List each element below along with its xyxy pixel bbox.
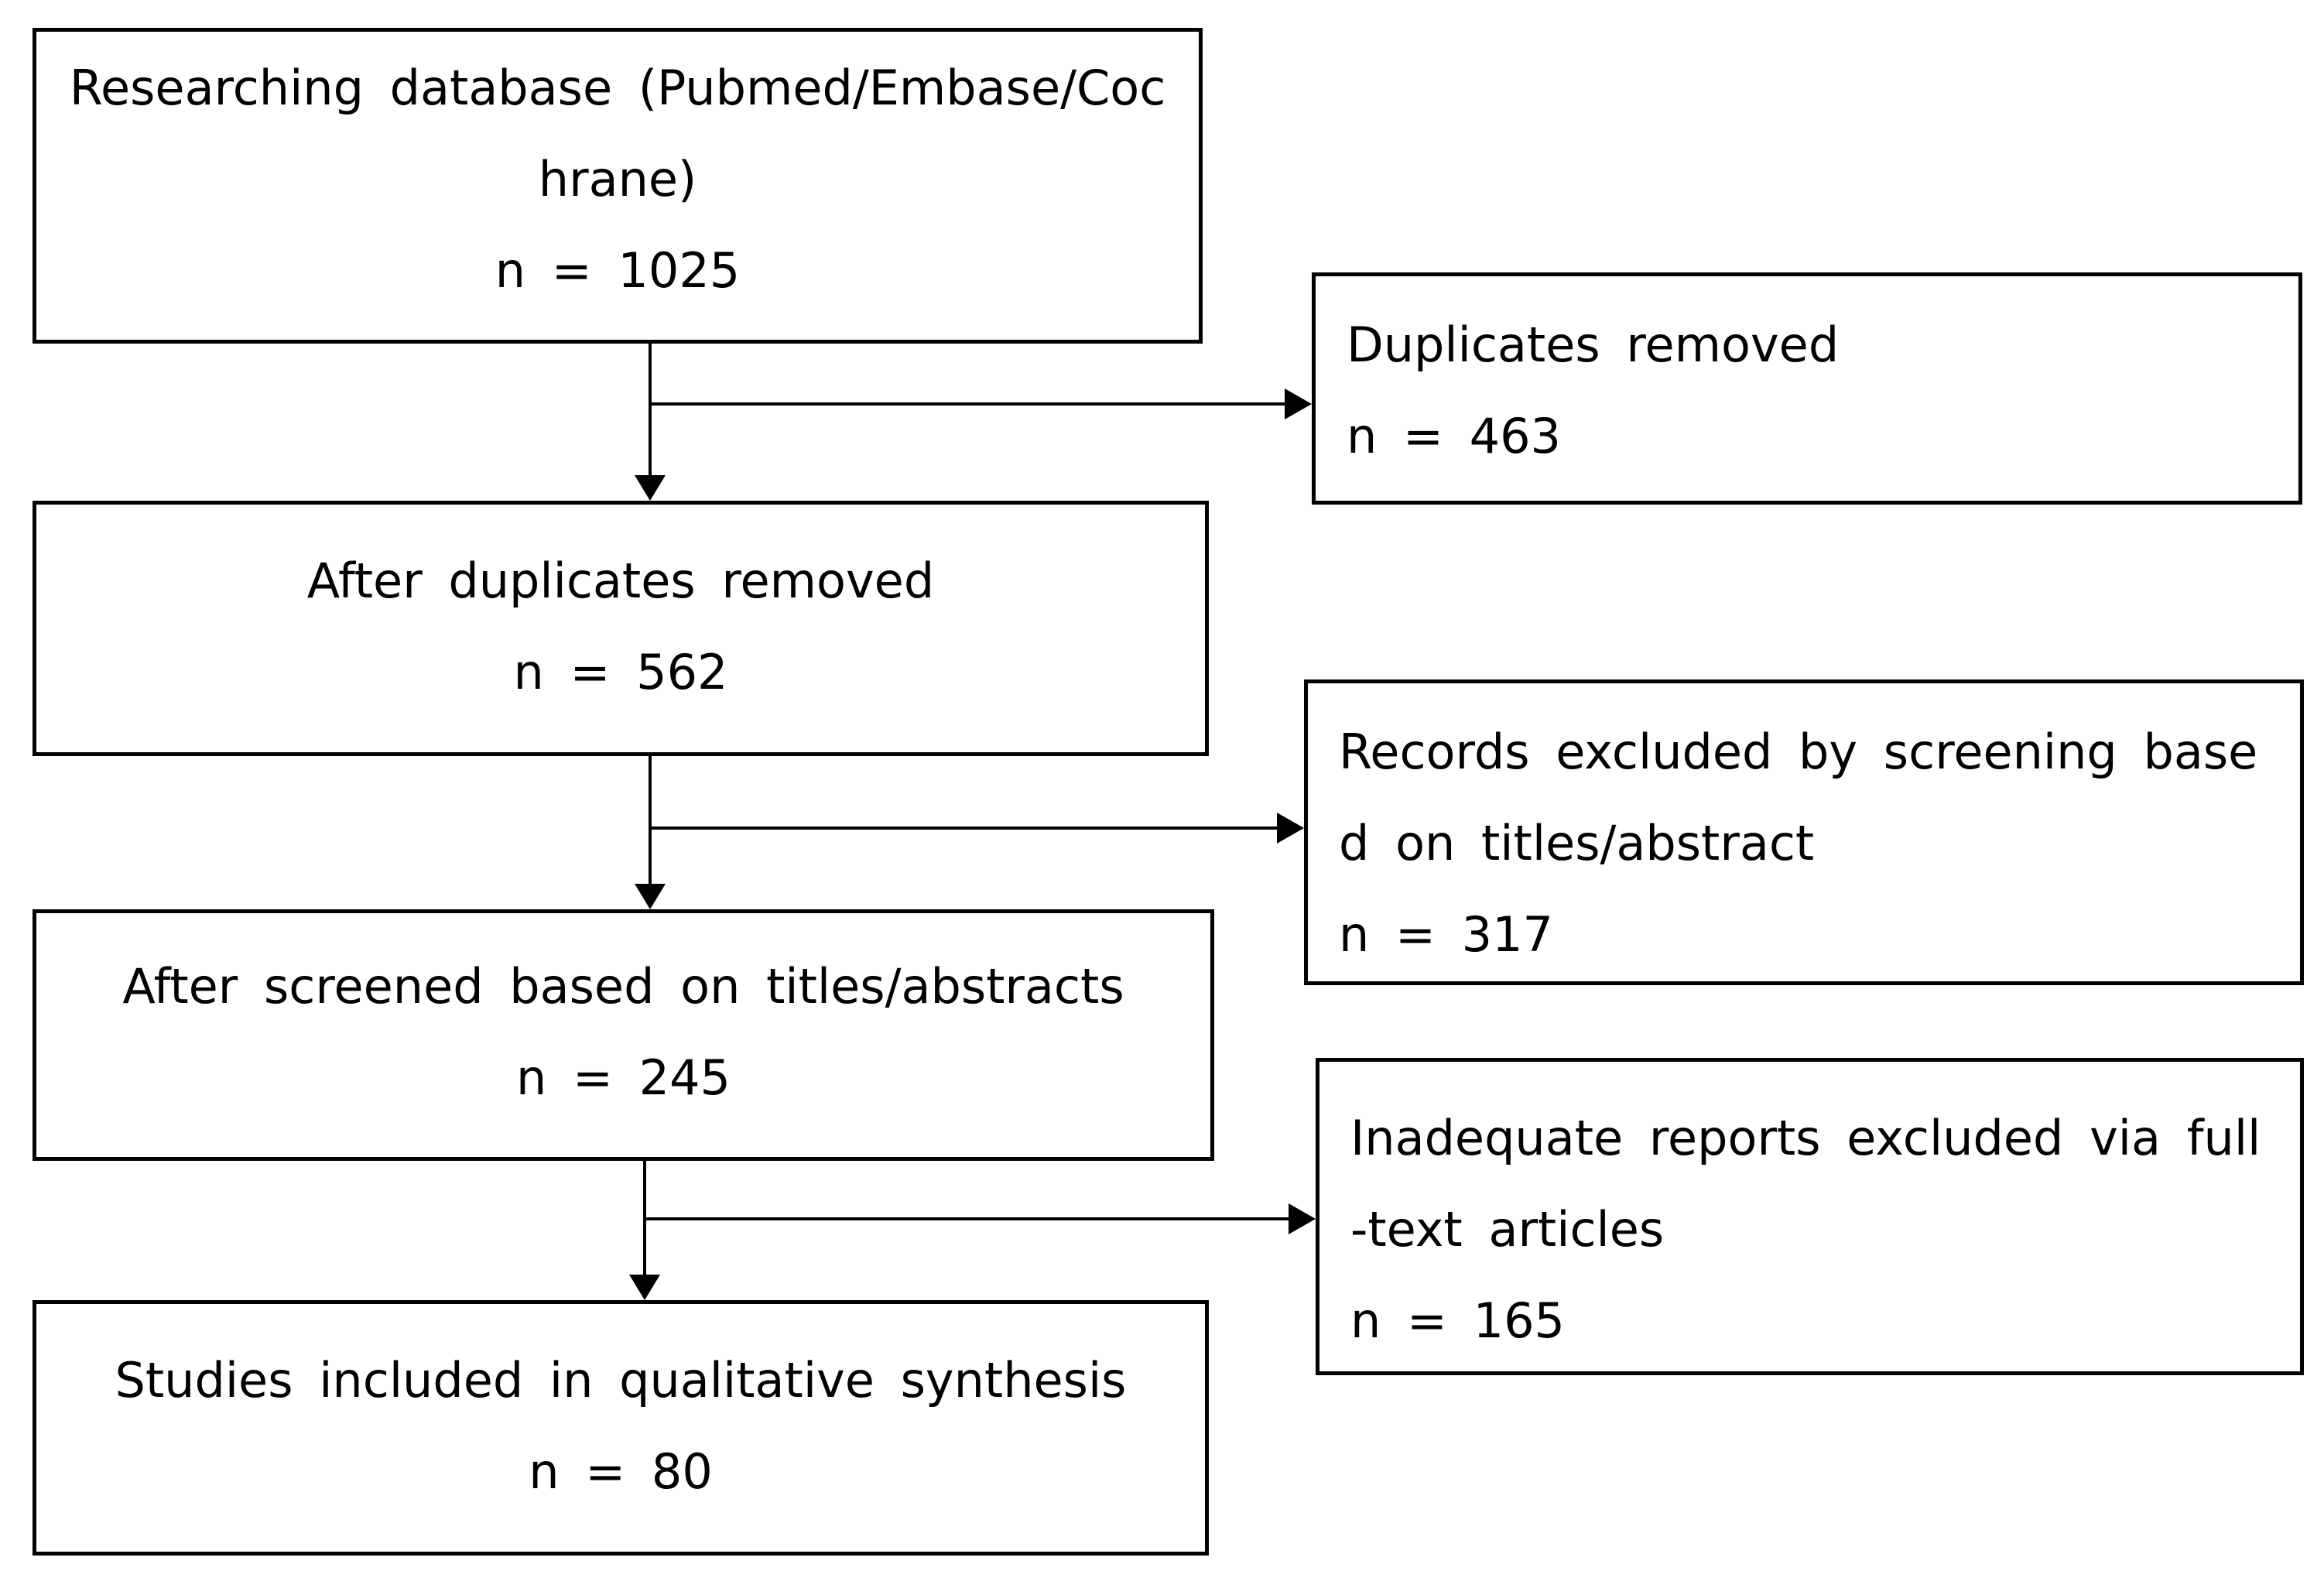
- duplicates-removed-box: Duplicates removed n = 463: [1312, 272, 2302, 505]
- reports-excluded-box: Inadequate reports excluded via full -te…: [1316, 1058, 2304, 1375]
- duplicates-removed-label: Duplicates removed: [1347, 317, 1840, 373]
- arrow-screened-to-included: [629, 1161, 660, 1300]
- after-screening-box: After screened based on titles/abstracts…: [33, 909, 1214, 1161]
- studies-included-count: n = 80: [529, 1443, 713, 1500]
- arrow-to-duplicates-removed: [650, 388, 1312, 419]
- after-duplicates-count: n = 562: [513, 644, 728, 700]
- records-excluded-line-2: d on titles/abstract: [1339, 815, 1815, 871]
- reports-excluded-count: n = 165: [1350, 1292, 1565, 1349]
- arrow-to-records-excluded: [650, 813, 1304, 844]
- records-identified-box: Researching database (Pubmed/Embase/Coc …: [33, 28, 1203, 344]
- studies-included-label: Studies included in qualitative synthesi…: [115, 1352, 1127, 1408]
- records-excluded-line-1: Records excluded by screening base: [1339, 724, 2258, 780]
- after-duplicates-box: After duplicates removed n = 562: [33, 501, 1209, 756]
- arrow-deduplicated-to-screened: [635, 756, 666, 909]
- reports-excluded-line-1: Inadequate reports excluded via full: [1350, 1110, 2261, 1166]
- reports-excluded-line-2: -text articles: [1350, 1201, 1665, 1258]
- studies-included-box: Studies included in qualitative synthesi…: [33, 1300, 1209, 1556]
- arrow-records-to-deduplicated: [635, 344, 666, 501]
- records-excluded-count: n = 317: [1339, 906, 1553, 963]
- records-identified-line-2: hrane): [538, 151, 697, 207]
- arrow-to-reports-excluded: [645, 1203, 1316, 1234]
- duplicates-removed-count: n = 463: [1347, 408, 1561, 464]
- after-duplicates-label: After duplicates removed: [306, 553, 935, 609]
- after-screening-label: After screened based on titles/abstracts: [122, 958, 1124, 1015]
- after-screening-count: n = 245: [516, 1049, 731, 1106]
- records-excluded-box: Records excluded by screening base d on …: [1304, 679, 2304, 985]
- records-identified-line-1: Researching database (Pubmed/Embase/Coc: [69, 60, 1166, 116]
- records-identified-count: n = 1025: [495, 242, 741, 299]
